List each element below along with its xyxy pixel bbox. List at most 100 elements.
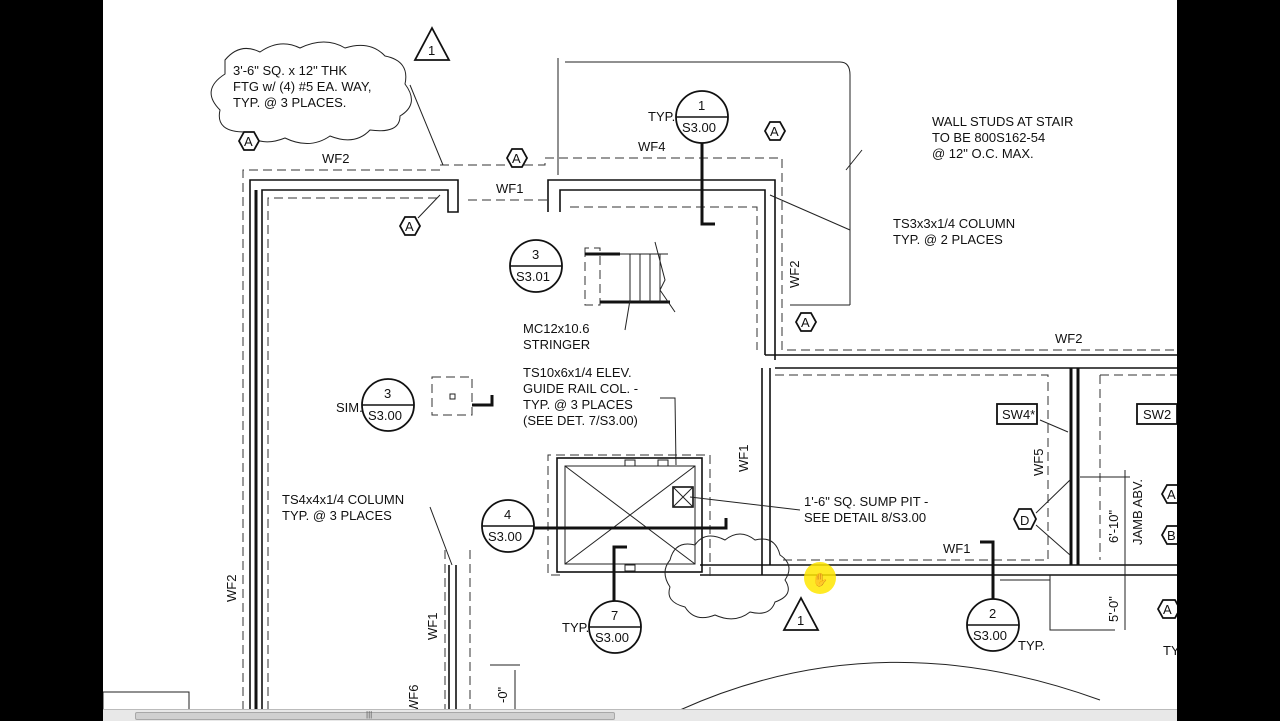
section-callout-3-s300[interactable]: 3S3.00 SIM. [336, 378, 415, 432]
drawing-text: TYP. [1018, 638, 1045, 653]
drawing-text: S3.00 [368, 408, 402, 423]
drawing-text: TYP [1163, 643, 1177, 658]
drawing-text: TS4x4x1/4 COLUMN [282, 492, 404, 507]
footing-inner [267, 197, 758, 710]
drawing-text: WF2 [787, 261, 802, 288]
drawing-text: 3 [532, 247, 539, 262]
drawing-text: TYP. [562, 620, 589, 635]
drawing-text: 3 [384, 386, 391, 401]
hand-cursor-icon: ✋ [812, 572, 828, 587]
footing-outline [242, 157, 1177, 710]
drawing-text: A [405, 219, 414, 234]
elevator-shaft [556, 457, 703, 573]
drawing-text: 2 [989, 606, 996, 621]
drawing-text: 6'-10" [1106, 509, 1121, 543]
section-callout-1[interactable]: 1S3.00 TYP. [648, 90, 729, 144]
drawing-text: 4 [504, 507, 511, 522]
floor-plan: 1 1 3'-6" SQ. x 12" THK FTG w/ (4) #5 EA… [103, 26, 1177, 712]
drawing-text: A [1167, 487, 1176, 502]
room-dashed [547, 374, 1177, 580]
drawing-text: SIM. [336, 400, 363, 415]
drawing-text: S3.00 [973, 628, 1007, 643]
horizontal-scrollbar[interactable]: ||| [103, 709, 1177, 721]
drawing-text: FTG w/ (4) #5 EA. WAY, [233, 79, 371, 94]
drawing-text: TS10x6x1/4 ELEV. [523, 365, 632, 380]
drawing-text: WF1 [736, 445, 751, 472]
section-callout-3-s301[interactable]: 3S3.01 [509, 239, 563, 293]
drawing-text: (SEE DET. 7/S3.00) [523, 413, 638, 428]
drawing-text: WF1 [943, 541, 970, 556]
drawing-text: -0" [495, 686, 510, 703]
hex-tag-a[interactable]: A [763, 121, 787, 141]
drawing-text: 1'-6" SQ. SUMP PIT - [804, 494, 928, 509]
drawing-text: TYP. @ 3 PLACES [282, 508, 392, 523]
revision-cloud-sump [664, 533, 790, 620]
drawing-text: TS3x3x1/4 COLUMN [893, 216, 1015, 231]
elevator-x [564, 465, 696, 565]
drawing-text: 1 [698, 98, 705, 113]
drawing-text: 3'-6" SQ. x 12" THK [233, 63, 347, 78]
hex-tag-a[interactable]: A [1160, 484, 1177, 504]
drawing-sheet[interactable]: 1 1 3'-6" SQ. x 12" THK FTG w/ (4) #5 EA… [103, 0, 1177, 720]
hex-tag-a[interactable]: A [237, 131, 261, 151]
drawing-text: MC12x10.6 [523, 321, 589, 336]
drawing-text: SW2 [1143, 407, 1171, 422]
drawing-text: TYP. [648, 109, 675, 124]
drawing-text: GUIDE RAIL COL. - [523, 381, 638, 396]
drawing-text: S3.01 [516, 269, 550, 284]
drawing-text: WALL STUDS AT STAIR [932, 114, 1073, 129]
grip-icon: ||| [366, 710, 373, 719]
drawing-text: S3.00 [488, 529, 522, 544]
drawing-text: A [512, 151, 521, 166]
drawing-text: @ 12" O.C. MAX. [932, 146, 1034, 161]
cursor-highlight [804, 562, 836, 594]
revision-triangle [782, 596, 820, 631]
hex-tag-a[interactable]: A [505, 148, 529, 168]
drawing-text: SEE DETAIL 8/S3.00 [804, 510, 926, 525]
drawing-text: WF1 [496, 181, 523, 196]
drawing-text: WF2 [224, 575, 239, 602]
hex-tag-b[interactable]: B [1160, 525, 1177, 545]
drawing-text: A [244, 134, 253, 149]
wall-wf5 [1069, 368, 1080, 565]
drawing-text: 5'-0" [1106, 596, 1121, 622]
hex-tag-a[interactable]: A [794, 312, 818, 332]
drawing-text: B [1167, 528, 1176, 543]
drawing-text: TYP. @ 3 PLACES [523, 397, 633, 412]
shear-wall-tag-sw2[interactable] [1136, 403, 1177, 425]
shear-wall-tag-sw4[interactable] [996, 403, 1038, 425]
wall-outer [249, 179, 459, 710]
drawing-text: JAMB ABV. [1130, 479, 1145, 545]
hex-tag-a[interactable]: A [1156, 599, 1177, 619]
wall-wf2-mid [765, 354, 1177, 369]
drawing-text: A [1163, 602, 1172, 617]
drawing-text: TO BE 800S162-54 [932, 130, 1045, 145]
drawing-text: SW4* [1002, 407, 1035, 422]
drawing-text: WF5 [1031, 449, 1046, 476]
drawing-text: S3.00 [595, 630, 629, 645]
drawing-text: S3.00 [682, 120, 716, 135]
drawing-text: A [770, 124, 779, 139]
section-callout-4[interactable]: 4S3.00 [481, 499, 535, 553]
scrollbar-thumb[interactable]: ||| [135, 710, 615, 720]
stair [584, 241, 676, 313]
hex-tag-a[interactable]: A [398, 216, 422, 236]
drawing-text: D [1020, 513, 1029, 528]
drawing-text: 1 [428, 43, 435, 58]
hex-tag-d[interactable]: D [1012, 508, 1038, 530]
revision-triangle [413, 26, 451, 61]
wall-wf1-mid [761, 368, 771, 575]
drawing-text: A [801, 315, 810, 330]
drawing-text: WF2 [1055, 331, 1082, 346]
drawing-text: 1 [797, 613, 804, 628]
drawing-text: TYP. @ 3 PLACES. [233, 95, 346, 110]
drawing-text: STRINGER [523, 337, 590, 352]
drawing-text: WF6 [406, 685, 421, 712]
wall-bottom [700, 564, 1177, 576]
wall-wf1 [547, 179, 776, 360]
drawing-text: WF2 [322, 151, 349, 166]
drawing-text: WF1 [425, 613, 440, 640]
drawing-text: WF4 [638, 139, 665, 154]
